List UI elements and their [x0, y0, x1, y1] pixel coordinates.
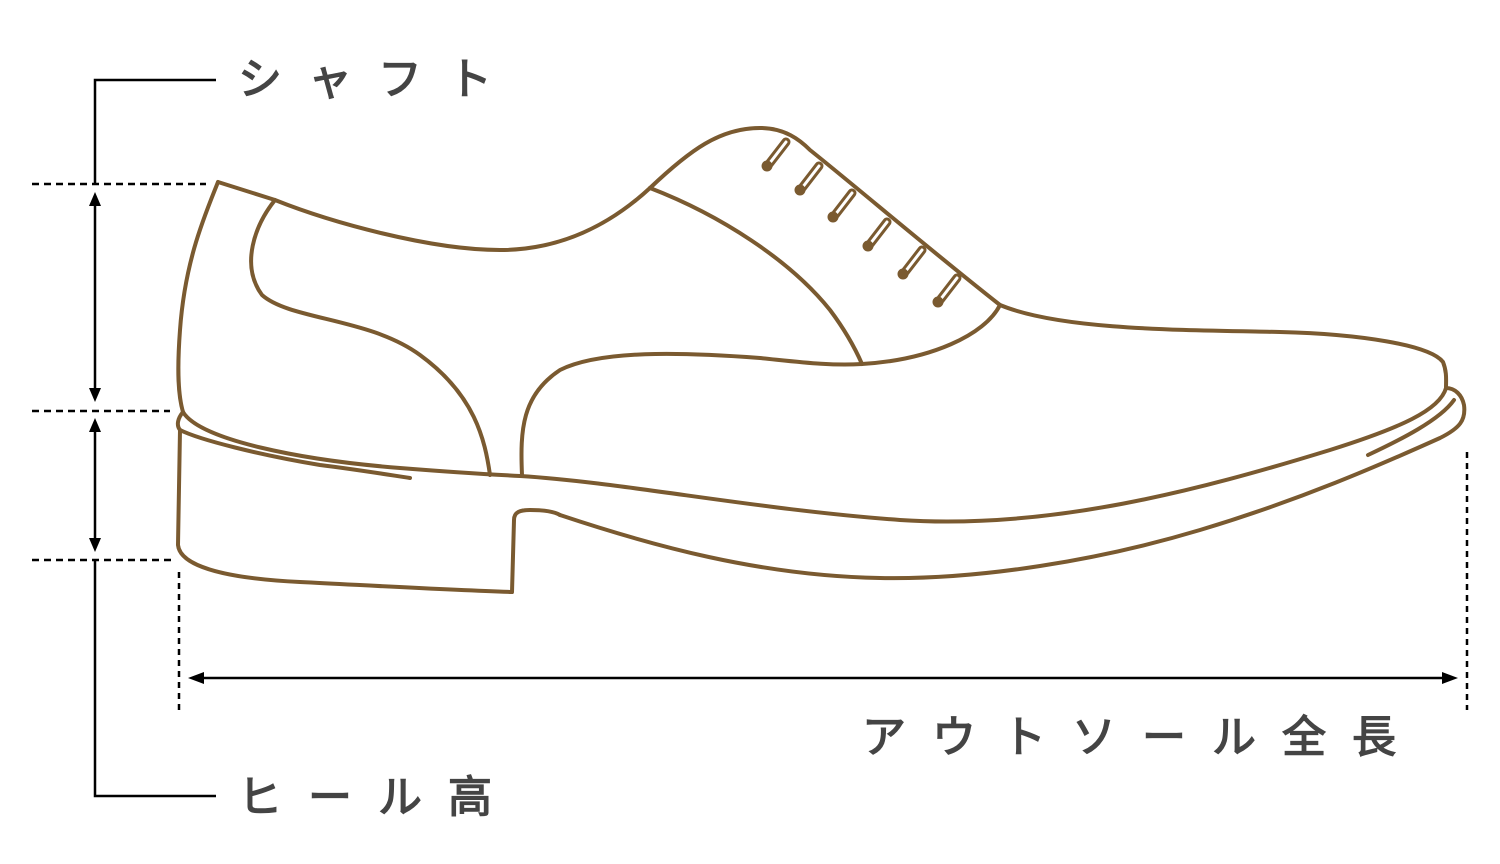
heel-height-label: ヒール高: [238, 772, 518, 823]
eyelet-3: [827, 188, 857, 223]
arrow-up-icon: [89, 418, 101, 432]
arrow-down-icon: [89, 538, 101, 552]
arrow-left-icon: [188, 672, 204, 684]
sole-toe: [558, 386, 1467, 581]
eyelets: [761, 137, 962, 308]
eyelet-1: [761, 137, 791, 172]
heel-counter-back: [176, 180, 220, 414]
arrow-down-icon: [89, 388, 101, 402]
tongue-top: [648, 126, 1002, 307]
welt-stitch-toe: [1366, 398, 1456, 457]
eyelet-2: [794, 161, 824, 196]
heel-block: [176, 428, 562, 594]
arrowheads: [89, 192, 1458, 684]
eyelet-6: [932, 273, 962, 308]
welt-upper-edge: [181, 386, 1448, 524]
arrow-up-icon: [89, 192, 101, 206]
shoe-illustration: [175, 126, 1467, 594]
eyelet-5: [897, 245, 927, 280]
shaft-leader: [93, 78, 216, 184]
heel-leader: [93, 560, 216, 798]
vamp-line: [998, 303, 1449, 390]
eyelet-4: [862, 217, 892, 252]
shaft-label: シャフト: [238, 54, 518, 105]
welt-heel: [175, 410, 412, 480]
facing-seam: [648, 186, 864, 366]
dimension-lines: [32, 78, 1469, 798]
vamp-seam: [519, 303, 1002, 477]
outsole-length-label: アウトソール全長: [862, 712, 1422, 763]
quarter-seam: [249, 198, 492, 477]
arrow-right-icon: [1442, 672, 1458, 684]
collar-line: [216, 180, 652, 252]
